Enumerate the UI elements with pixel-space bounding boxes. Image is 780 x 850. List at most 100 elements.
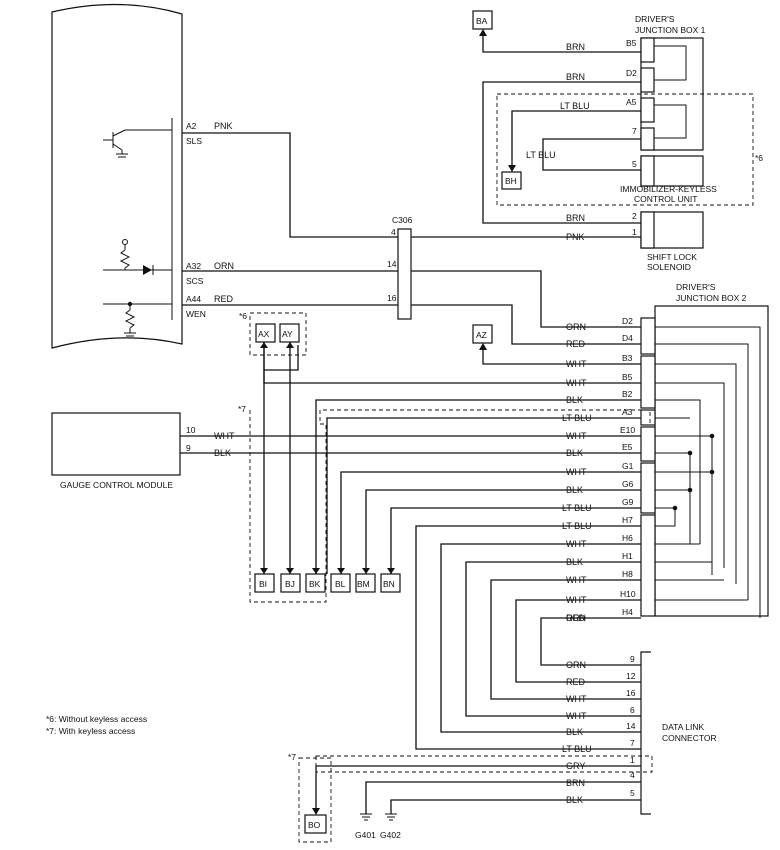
jb1-wire-1-color: BRN [566, 72, 585, 82]
jb1-wire-5-pin: 2 [632, 211, 637, 221]
gauge-control-module [51, 412, 181, 476]
ref-bo [298, 757, 332, 843]
jb2-wire-6-color: WHT [566, 431, 587, 441]
jb2-wire-7-pin: E5 [622, 442, 633, 452]
jb1-wire-2-color: LT BLU [560, 101, 590, 111]
jb1-title-1: DRIVER'S [635, 14, 675, 24]
pcm-wires [182, 132, 398, 306]
jb2-wire-5-color: LT BLU [562, 413, 592, 423]
jb2-title-2: JUNCTION BOX 2 [676, 293, 747, 303]
immobilizer-keyless-control-unit [496, 93, 754, 206]
jb2-wire-0-pin: D2 [622, 316, 633, 326]
jb2-wire-11-pin: H7 [622, 515, 633, 525]
dlc-label-2: CONNECTOR [662, 733, 717, 743]
jb2-wire-1-pin: D4 [622, 333, 633, 343]
jb2-wire-4-pin: B2 [622, 389, 633, 399]
pcm-pin-a2: A2 [186, 121, 197, 131]
pcm-sig-scs: SCS [186, 276, 204, 286]
jb2-wire-8-pin: G1 [622, 461, 634, 471]
keyless-dashed-area [249, 409, 651, 603]
jb2-wire-9-pin: G6 [622, 479, 634, 489]
gauge-pin-10: 10 [186, 425, 196, 435]
jb2-wire-10-color: LT BLU [562, 503, 592, 513]
ref-bk-label: BK [309, 579, 321, 589]
dlc-lower-wires [312, 765, 641, 815]
ref-bh [501, 171, 522, 190]
dlc-wire-4-color: BLK [566, 727, 583, 737]
jb2-wire-8-color: WHT [566, 467, 587, 477]
ref-ay-label: AY [282, 329, 293, 339]
jb1-wire-6-color: PNK [566, 232, 585, 242]
wen-input-symbol [103, 301, 172, 337]
shift-lock-label-2: SOLENOID [647, 262, 691, 272]
bottom-ref-boxes [254, 573, 401, 593]
jb2-wires [180, 270, 641, 750]
ref-bh-label: BH [505, 176, 517, 186]
jb1-wire-4-color: LT BLU [526, 150, 556, 160]
immobilizer-label-2: CONTROL UNIT [634, 194, 697, 204]
gauge-wire-wht: WHT [214, 431, 235, 441]
connector-c306 [397, 228, 412, 320]
jb1-wire-4-pin: 5 [632, 159, 637, 169]
dlc-wire-4-pin: 14 [626, 721, 636, 731]
mark-7-area: *7 [238, 404, 246, 414]
jb2-wire-16-pin: H4 [622, 607, 633, 617]
jb2-wire-4-color: BLK [566, 395, 583, 405]
dlc-wire-3-color: WHT [566, 711, 587, 721]
ref-ax-ay-group [249, 312, 307, 371]
pcm-pin-a44: A44 [186, 294, 201, 304]
data-link-connector [315, 651, 653, 815]
mark-6-ax: *6 [239, 311, 247, 321]
ref-ba [472, 10, 493, 30]
ref-bj-label: BJ [285, 579, 295, 589]
dlc-wire-2-pin: 16 [626, 688, 636, 698]
ax-ay-vertical-wires [260, 342, 395, 574]
jb2-wire-11-color: LT BLU [562, 521, 592, 531]
jb1-wire-5-color: BRN [566, 213, 585, 223]
gauge-wire-blk: BLK [214, 448, 231, 458]
jb2-wire-10-pin: G9 [622, 497, 634, 507]
jb2-wire-3-color: WHT [566, 378, 587, 388]
dlc-wire-0-color: ORN [566, 660, 586, 670]
dlc-wire-8-pin: 5 [630, 788, 635, 798]
c306-pin-4: 4 [391, 227, 396, 237]
jb2-wire-2-pin: B3 [622, 353, 633, 363]
shift-lock-solenoid [640, 211, 704, 249]
ref-bo-label: BO [308, 820, 321, 830]
ground-g402: G402 [380, 830, 401, 840]
ref-az-label: AZ [476, 330, 487, 340]
dlc-wire-1-pin: 12 [626, 671, 636, 681]
jb2-wire-7-color: BLK [566, 448, 583, 458]
jb1-title-2: JUNCTION BOX 1 [635, 25, 706, 35]
mark-7-dlc: *7 [288, 752, 296, 762]
pcm-wire-pnk: PNK [214, 121, 233, 131]
jb1-wire-1-pin: D2 [626, 68, 637, 78]
ref-ba-label: BA [476, 16, 488, 26]
jb1-wire-0-pin: B5 [626, 38, 637, 48]
jb2-wire-13-pin: H1 [622, 551, 633, 561]
mark-6-immobilizer: *6 [755, 153, 763, 163]
jb2-wire-0-color: ORN [566, 322, 586, 332]
jb2-wire-3-pin: B5 [622, 372, 633, 382]
jb2-wire-2-color: WHT [566, 359, 587, 369]
ground-g401: G401 [355, 830, 376, 840]
ref-bi-label: BI [259, 579, 267, 589]
c306-pin-16: 16 [387, 293, 397, 303]
gauge-pin-9: 9 [186, 443, 191, 453]
dlc-label-1: DATA LINK [662, 722, 705, 732]
jb2-wire-12-pin: H6 [622, 533, 633, 543]
jb2-title-1: DRIVER'S [676, 282, 716, 292]
jb2-wire-14-pin: H8 [622, 569, 633, 579]
pcm-pin-a32: A32 [186, 261, 201, 271]
ref-ax-label: AX [258, 329, 270, 339]
jb2-wire-13-color: BLK [566, 557, 583, 567]
jb1-wire-2-pin: A5 [626, 97, 637, 107]
diode-circuit-symbol [103, 239, 172, 275]
ref-bm-label: BM [357, 579, 370, 589]
pcm-wire-orn: ORN [214, 261, 234, 271]
dlc-wire-1-color: RED [566, 677, 586, 687]
dlc-wire-7-color: BRN [566, 778, 585, 788]
transistor-symbol [103, 129, 172, 158]
gauge-label: GAUGE CONTROL MODULE [60, 480, 173, 490]
jb2-wire-17-color: ORN [566, 613, 586, 623]
